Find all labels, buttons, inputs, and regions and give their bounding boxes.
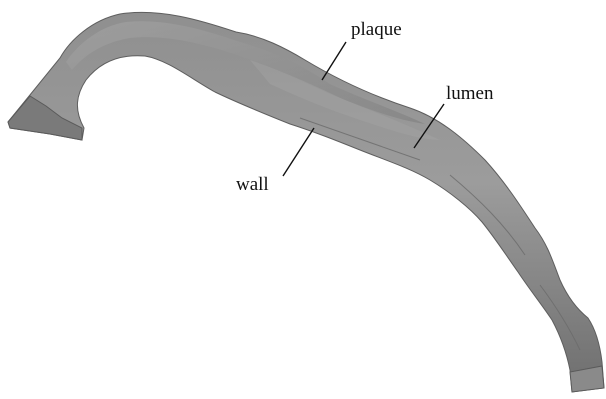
wall-leader-line — [283, 128, 314, 176]
plaque-leader-line — [322, 42, 346, 80]
plaque-label: plaque — [351, 20, 402, 39]
wall-label: wall — [236, 175, 269, 194]
lumen-label: lumen — [446, 84, 494, 103]
